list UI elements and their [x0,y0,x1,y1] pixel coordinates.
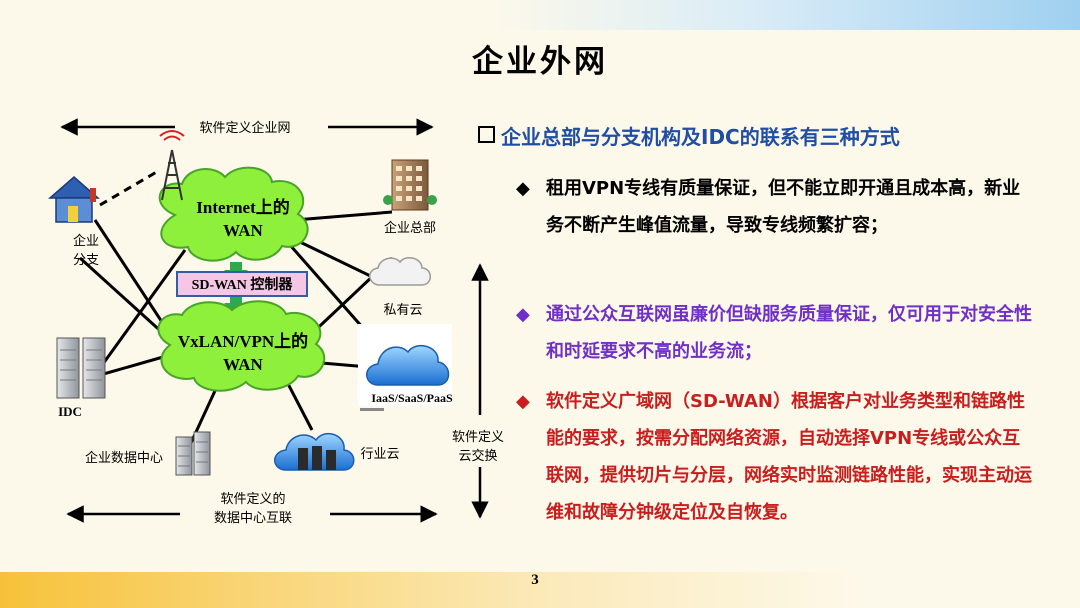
public-cloud-icon [358,324,452,411]
bullet-text: 租用VPN专线有质量保证，但不能立即开通且成本高，新业务不断产生峰值流量，导致专… [546,178,1021,236]
vxlan-wan-label-2: WAN [223,355,263,374]
branch-label-1: 企业 [73,233,99,249]
vxlan-wan-label-1: VxLAN/VPN上的 [178,331,308,351]
branch-label-2: 分支 [73,253,99,268]
sd-wan-controller: SD-WAN 控制器 [176,271,308,297]
heading-text: 企业总部与分支机构及IDC的联系有三种方式 [501,125,900,149]
datacenter-label: 企业数据中心 [85,450,163,466]
private-cloud-label: 私有云 [383,303,422,318]
vxlan-wan-cloud: VxLAN/VPN上的 WAN [157,300,326,392]
diamond-bullet-icon: ◆ [516,178,530,199]
diamond-bullet-icon: ◆ [516,304,530,325]
cloud-exchange-label-2: 云交换 [458,448,497,464]
industry-cloud-label: 行业云 [360,447,399,462]
internet-wan-label-1: Internet上的 [196,197,289,217]
cloud-exchange-label-1: 软件定义 [452,430,504,445]
bullet-item-internet: ◆ 通过公众互联网虽廉价但缺服务质量保证，仅可用于对安全性和时延要求不高的业务流… [516,296,1036,370]
bullet-text: 软件定义广域网（SD-WAN）根据客户对业务类型和链路性能的要求，按需分配网络资… [546,391,1032,523]
industry-cloud-icon [274,432,355,471]
private-cloud-icon [369,257,431,286]
house-icon [48,176,100,223]
internet-wan-label-2: WAN [223,221,263,240]
network-diagram: Internet上的 WAN SD-WAN 控制器 VxLAN/VPN上的 WA… [48,118,453,526]
idc-label: IDC [58,404,82,419]
diamond-bullet-icon: ◆ [516,391,530,412]
checkbox-square-icon [478,126,495,143]
bottom-arrow-label-2: 数据中心互联 [214,511,292,526]
bullet-text: 通过公众互联网虽廉价但缺服务质量保证，仅可用于对安全性和时延要求不高的业务流； [546,304,1032,362]
public-cloud-label: IaaS/SaaS/PaaS [371,391,453,405]
bullet-item-sdwan: ◆ 软件定义广域网（SD-WAN）根据客户对业务类型和链路性能的要求，按需分配网… [516,383,1036,531]
page-number: 3 [531,572,539,588]
hq-label: 企业总部 [384,220,436,236]
cloud-exchange-arrow: 软件定义 云交换 [452,263,504,519]
bullet-item-vpn: ◆ 租用VPN专线有质量保证，但不能立即开通且成本高，新业务不断产生峰值流量，导… [516,170,1036,244]
slide-title: 企业外网 [472,44,608,80]
idc-server-icon [56,337,106,399]
bottom-gradient-band [0,572,1080,608]
radio-tower-icon [159,130,185,201]
controller-label: SD-WAN 控制器 [192,276,294,293]
internet-wan-cloud: Internet上的 WAN [158,166,309,262]
office-building-icon [383,159,437,211]
bottom-arrow-label-1: 软件定义的 [220,491,285,507]
top-gradient-band [0,0,1080,30]
wireless-link [99,168,161,207]
top-arrow-label: 软件定义企业网 [199,120,290,136]
datacenter-icon [175,431,211,476]
section-heading: 企业总部与分支机构及IDC的联系有三种方式 [478,121,1068,150]
